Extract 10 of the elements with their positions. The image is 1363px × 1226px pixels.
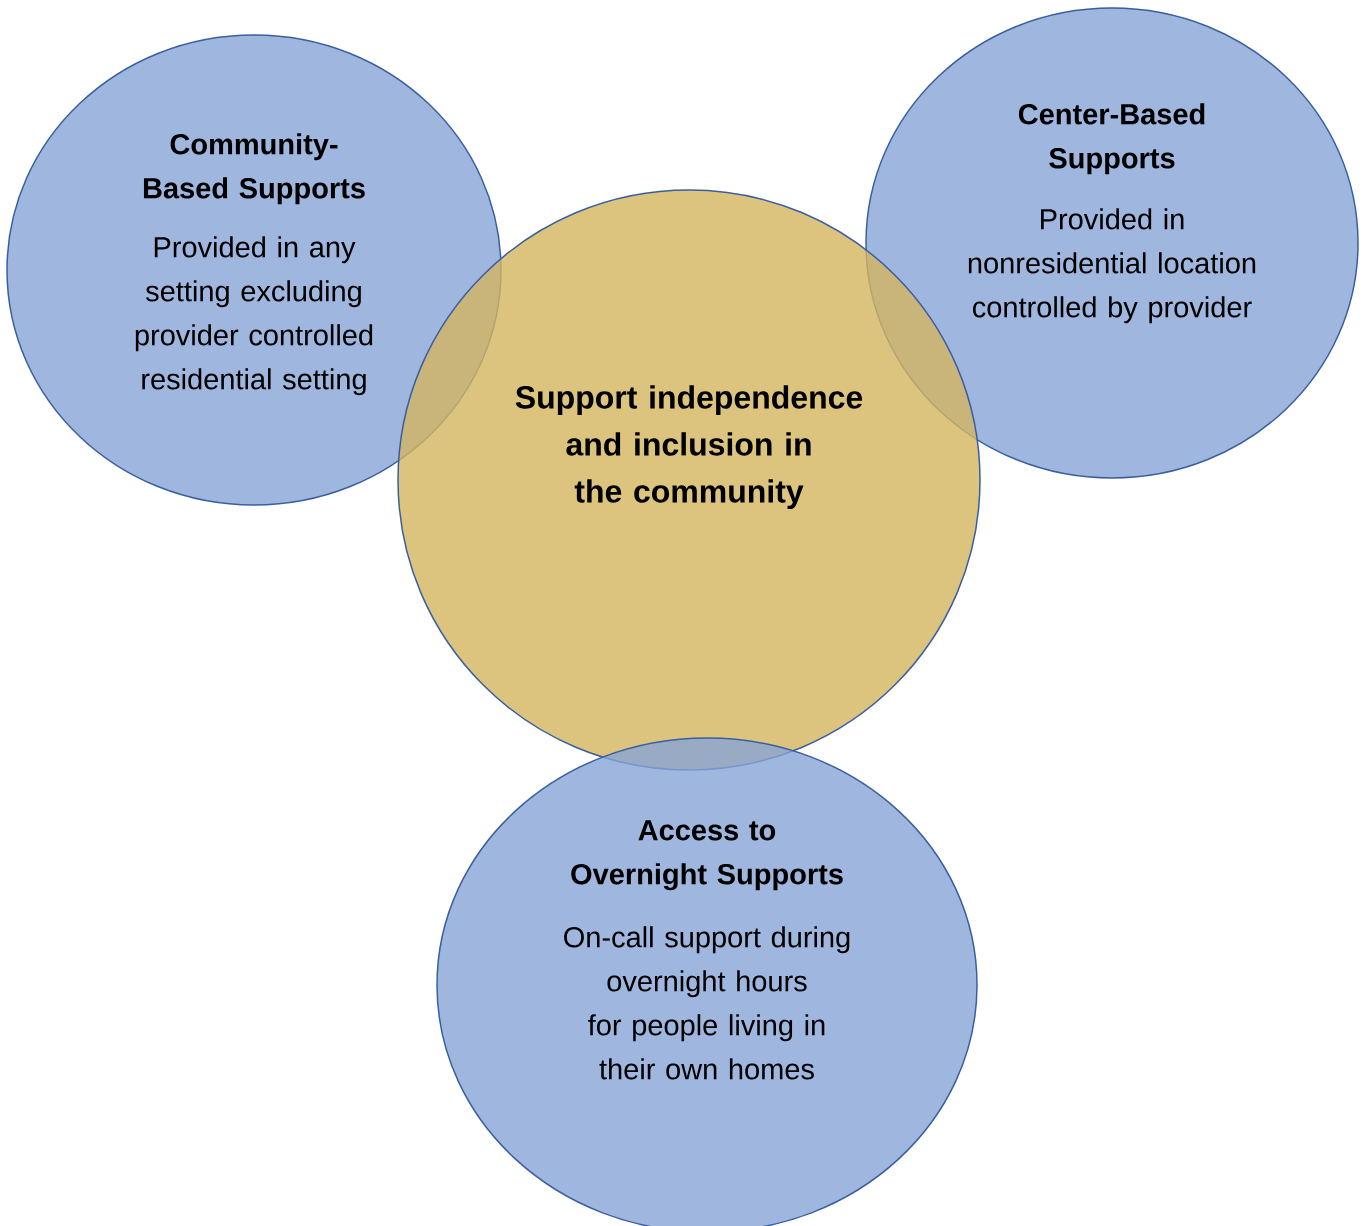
circle-heading: Access to Overnight Supports [571, 820, 843, 891]
circle-heading: Community-Based Supports [143, 133, 365, 205]
circle-heading: Center-Based Supports [1018, 103, 1205, 175]
circle-description: On-call support during overnight hours for people living in their own homes [564, 926, 850, 1080]
venn-circle [6, 34, 502, 506]
venn-circle [865, 7, 1359, 479]
circle-description: Provided in nonresidential location controlled by provider [968, 208, 1256, 324]
circle-description: Provided in any setting excluding provider controlled residential setting [135, 236, 373, 396]
circle-title: Support independence and inclusion in the community [515, 385, 863, 509]
venn-circle [436, 737, 978, 1226]
